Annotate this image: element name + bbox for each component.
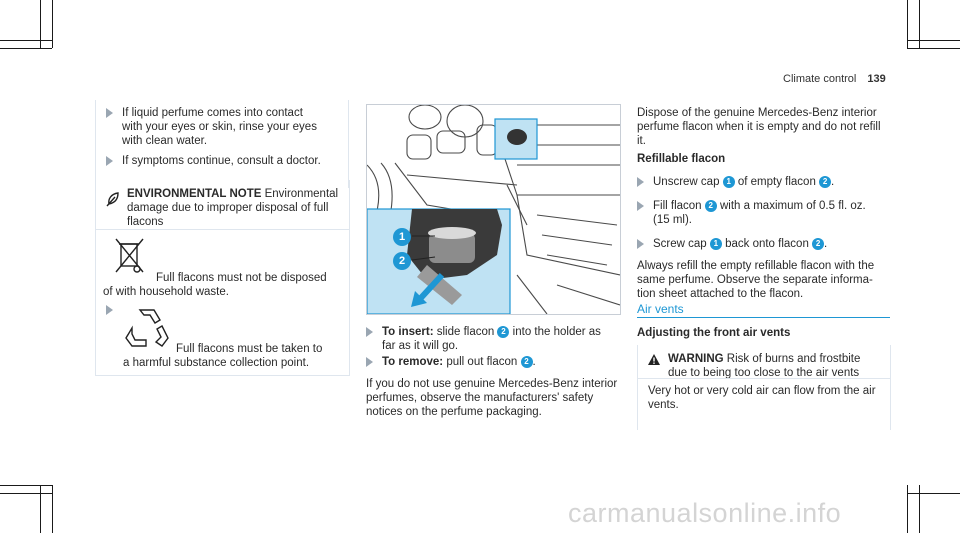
crop-mark	[919, 0, 920, 48]
warning-triangle-icon	[647, 353, 661, 370]
running-header: Climate control 139	[783, 73, 886, 86]
crop-mark	[40, 485, 41, 533]
section-title: Climate control	[783, 73, 857, 85]
section-rule	[637, 317, 890, 318]
arrow-icon	[106, 108, 113, 118]
crossed-bin-icon	[114, 236, 146, 280]
callout-2: 2	[497, 326, 510, 338]
crop-mark	[0, 40, 52, 41]
recycling-icon	[122, 306, 172, 354]
page-number: 139	[867, 73, 886, 85]
arrow-icon	[106, 305, 113, 319]
crop-mark	[52, 0, 53, 48]
warning-body: Very hot or very cold air can flow from …	[648, 385, 876, 412]
always-refill-paragraph: Always refill the empty refillable flaco…	[637, 260, 875, 301]
crop-mark	[907, 485, 908, 533]
watermark: carmanualsonline.info	[568, 498, 842, 528]
arrow-icon	[637, 239, 644, 249]
crop-mark	[907, 0, 908, 48]
warning-rule	[637, 345, 638, 430]
callout-1: 1	[393, 228, 411, 246]
dispose-paragraph: Dispose of the genuine Mercedes-Benz int…	[637, 107, 881, 148]
disposal-text: Full flacons must not be disposed of wit…	[103, 272, 327, 299]
warning-title: WARNING	[668, 353, 724, 365]
collection-text: Full flacons must be taken to a harmful …	[123, 343, 323, 370]
environmental-note	[95, 180, 350, 376]
eco-leaf-icon	[106, 191, 120, 211]
crop-mark	[907, 493, 960, 494]
adjusting-heading: Adjusting the front air vents	[637, 327, 791, 339]
env-note-title: ENVIRONMENTAL NOTE	[127, 188, 262, 200]
air-vents-heading: Air vents	[637, 302, 684, 316]
arrow-icon	[366, 357, 373, 367]
arrow-icon	[366, 327, 373, 337]
warning-rule	[890, 345, 891, 430]
flacon-illustration: 1 2	[366, 104, 621, 315]
genuine-perfume-note: If you do not use genuine Mercedes-Benz …	[366, 378, 618, 419]
warning-text: WARNING Risk of burns and frostbite due …	[668, 353, 861, 380]
crop-mark	[0, 48, 52, 49]
arrow-icon	[637, 201, 644, 211]
crop-mark	[0, 485, 52, 486]
callout-2: 2	[520, 356, 533, 368]
crop-mark	[919, 485, 920, 533]
crop-mark	[40, 0, 41, 48]
column-rule	[348, 100, 349, 188]
crop-mark	[907, 48, 960, 49]
env-note-text: ENVIRONMENTAL NOTE Environmental damage …	[127, 188, 339, 229]
crop-mark	[0, 493, 52, 494]
crop-mark	[907, 40, 960, 41]
arrow-icon	[637, 177, 644, 187]
callout-2: 2	[393, 252, 411, 270]
crop-mark	[52, 485, 53, 533]
refillable-heading: Refillable flacon	[637, 153, 726, 165]
column-rule	[95, 100, 96, 188]
arrow-icon	[106, 156, 113, 166]
